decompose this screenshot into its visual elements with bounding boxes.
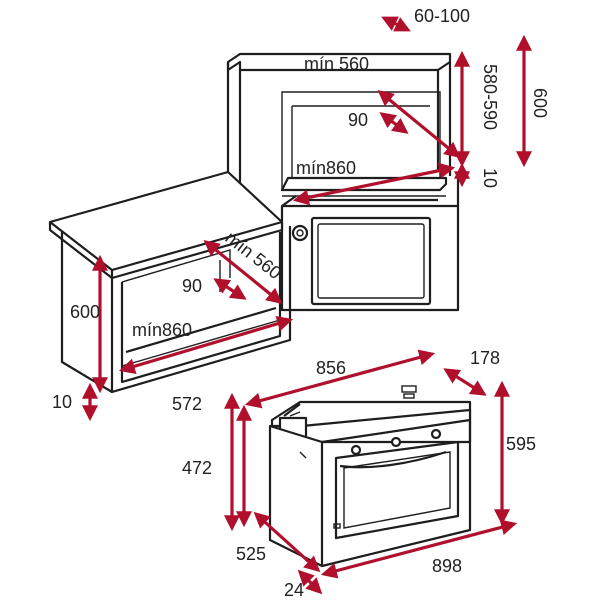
dim-arrow-width-upper <box>292 162 456 206</box>
label-depth-bottom: 525 <box>236 544 266 564</box>
label-depth-top: 178 <box>470 348 500 368</box>
dim-arrow-width-bottom <box>320 519 518 579</box>
dim-arrow-width-lower <box>118 315 294 375</box>
label-width-upper: mín860 <box>296 158 356 178</box>
label-panel-depth: 24 <box>284 580 304 600</box>
dim-arrow-depth-top <box>443 368 487 396</box>
label-height-right: 595 <box>506 434 536 454</box>
label-width-top: 856 <box>316 358 346 378</box>
label-cavity-height: 472 <box>182 458 212 478</box>
label-bottom-gap-upper: 10 <box>480 168 500 188</box>
label-width-lower: mín860 <box>132 320 192 340</box>
dim-arrow-gap-top <box>381 16 411 32</box>
label-width-bottom: 898 <box>432 556 462 576</box>
column-cabinet <box>226 52 452 228</box>
label-overall-height: 572 <box>172 394 202 414</box>
dim-arrow-depth-bottom <box>253 511 321 573</box>
dim-arrow-depth-lower <box>203 239 283 305</box>
dim-arrow-width-top <box>244 349 436 409</box>
dim-arrow-depth-upper <box>377 89 461 159</box>
dimension-arrows <box>82 16 532 595</box>
label-height-lower: 600 <box>70 302 100 322</box>
oven-unit <box>268 385 472 568</box>
label-depth-upper: mín 560 <box>304 54 369 74</box>
label-height-range: 580-590 <box>480 64 500 130</box>
dim-arrow-panel-depth <box>297 569 323 595</box>
label-height-total: 600 <box>530 88 550 118</box>
label-vent-lower: 90 <box>182 276 202 296</box>
dim-arrow-vent-lower <box>213 278 247 300</box>
label-vent-upper: 90 <box>348 110 368 130</box>
label-bottom-gap-lower: 10 <box>52 392 72 412</box>
label-gap-top: 60-100 <box>414 6 470 26</box>
dim-arrow-vent-upper <box>379 112 409 134</box>
